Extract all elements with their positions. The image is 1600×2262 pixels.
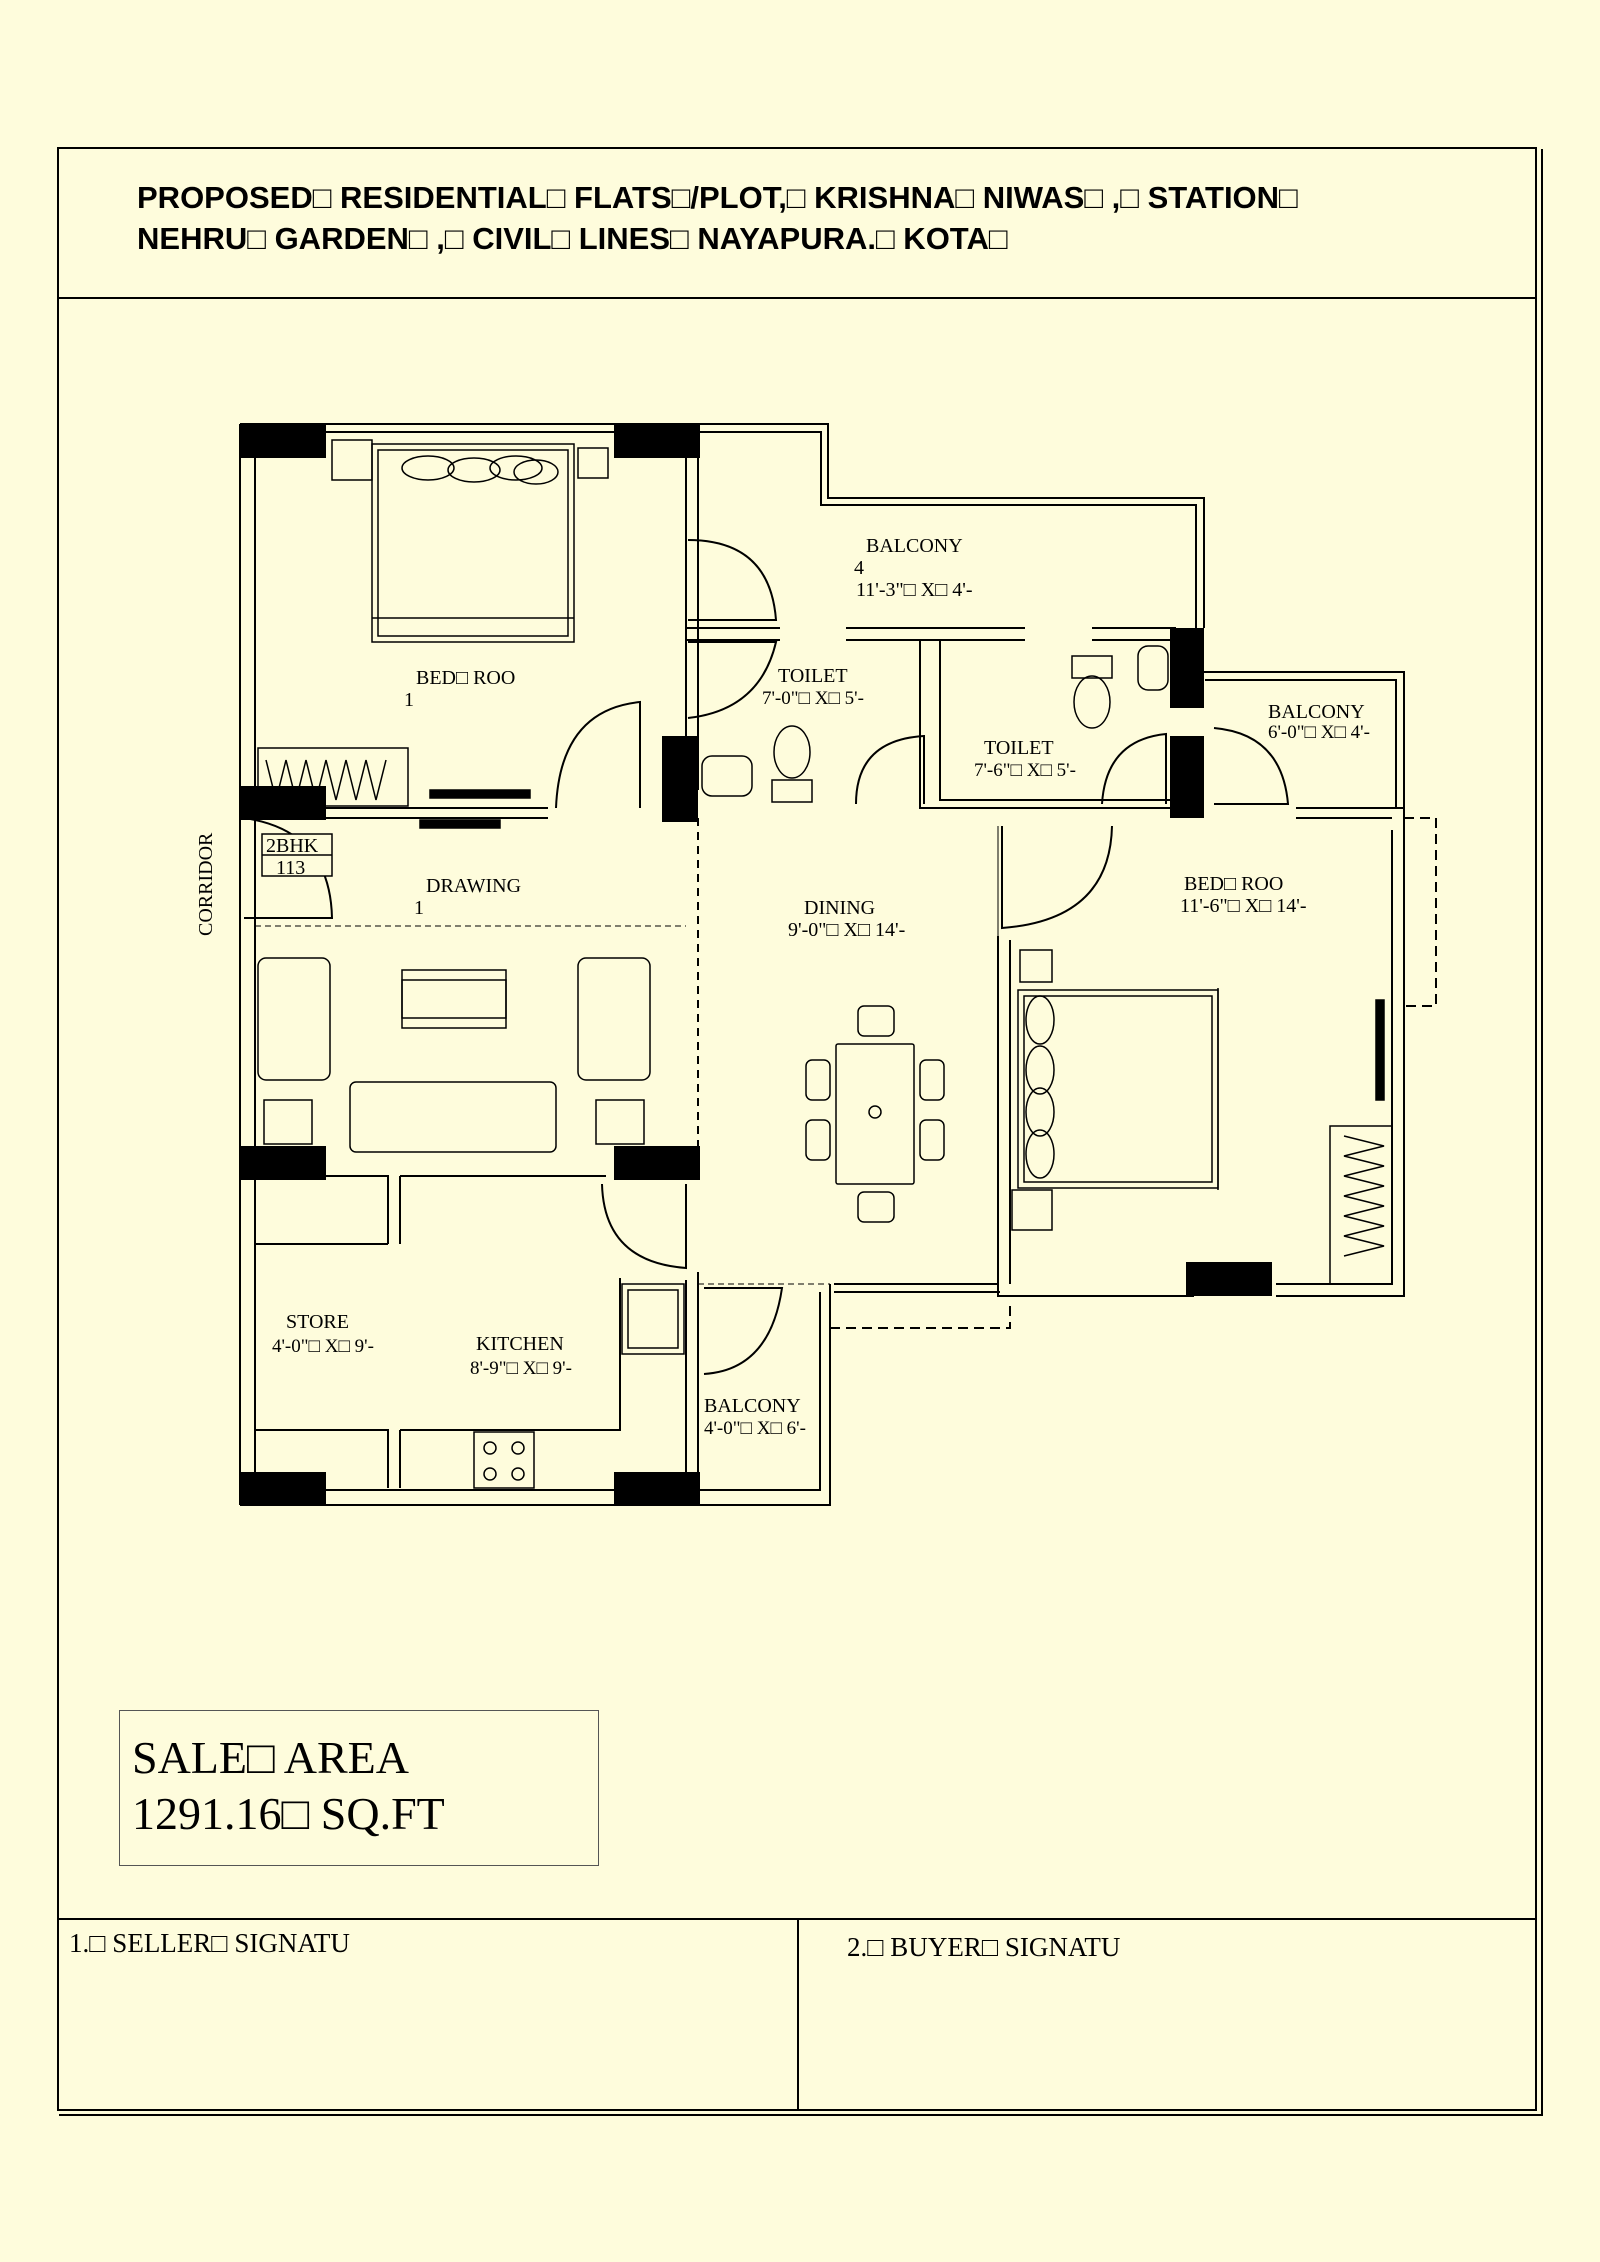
column xyxy=(1170,736,1204,818)
columns xyxy=(240,424,1272,1506)
column xyxy=(662,736,698,822)
balcony-4-size: 11'-3"□ X□ 4'- xyxy=(856,579,973,601)
side-table-right xyxy=(595,1099,645,1145)
kitchen-sink xyxy=(621,1283,685,1355)
kitchen-size: 8'-9"□ X□ 9'- xyxy=(470,1358,572,1379)
tv-unit-2 xyxy=(1375,999,1385,1101)
balcony-east-label: BALCONY xyxy=(1268,701,1365,723)
tv-unit xyxy=(429,789,531,799)
furniture xyxy=(257,439,1393,1489)
wardrobe-1 xyxy=(257,747,409,807)
toilet-2-label: TOILET xyxy=(984,737,1054,759)
kitchen-label: KITCHEN xyxy=(476,1333,564,1355)
signature-block: 1.□ SELLER□ SIGNATU 2.□ BUYER□ SIGNATU xyxy=(57,1918,1537,2111)
sale-area-label: SALE□ AREA xyxy=(132,1732,409,1783)
balcony-4-outline xyxy=(698,423,1205,628)
balcony-4-label: BALCONY xyxy=(866,535,963,557)
door-arc-toilet-1 xyxy=(687,641,778,719)
door-arc-bedroom-1 xyxy=(555,700,641,809)
seller-signature: 1.□ SELLER□ SIGNATU xyxy=(69,1928,350,1958)
store-size: 4'-0"□ X□ 9'- xyxy=(272,1336,374,1357)
sheet-border-shadow-bottom xyxy=(59,2114,1543,2116)
project-title: PROPOSED□ RESIDENTIAL□ FLATS□/PLOT,□ KRI… xyxy=(137,177,1477,259)
door-arc-balcony-4 xyxy=(687,539,778,621)
toilet-1-label: TOILET xyxy=(778,665,848,687)
door-arc-kitchen xyxy=(601,1183,687,1270)
column xyxy=(614,1146,700,1180)
toilet-2-size: 7'-6"□ X□ 5'- xyxy=(974,760,1076,781)
store-label: STORE xyxy=(286,1311,349,1333)
door-arc-toilet-2 xyxy=(1101,732,1167,805)
wc-2 xyxy=(1073,675,1111,729)
balcony-east-size: 6'-0"□ X□ 4'- xyxy=(1268,722,1370,743)
project-title-line-2: NEHRU□ GARDEN□ ,□ CIVIL□ LINES□ NAYAPURA… xyxy=(137,221,1008,256)
unit-type-label: 2BHK xyxy=(266,835,319,857)
armchair-left xyxy=(257,957,331,1081)
sale-area-box: SALE□ AREA 1291.16□ SQ.FT xyxy=(119,1710,599,1866)
door-arc-bedroom-2 xyxy=(1001,825,1113,930)
column xyxy=(614,424,700,458)
signature-divider xyxy=(797,1920,799,2111)
balcony-south-size: 4'-0"□ X□ 6'- xyxy=(704,1418,806,1439)
coffee-table xyxy=(401,969,507,1029)
buyer-signature: 2.□ BUYER□ SIGNATU xyxy=(847,1932,1121,1962)
armchair-right xyxy=(577,957,651,1081)
wash-basin-2 xyxy=(1137,645,1169,691)
door-arc-toilet-1-inner xyxy=(855,734,925,805)
title-block: PROPOSED□ RESIDENTIAL□ FLATS□/PLOT,□ KRI… xyxy=(59,149,1535,299)
bedroom-2-label: BED□ ROO xyxy=(1184,873,1283,895)
column xyxy=(1186,1262,1272,1296)
sofa xyxy=(349,1081,557,1153)
column xyxy=(240,1472,326,1506)
drawing-sheet: PROPOSED□ RESIDENTIAL□ FLATS□/PLOT,□ KRI… xyxy=(57,147,1537,2111)
kitchen-north-wall xyxy=(325,1175,389,1244)
corridor-label: CORRIDOR xyxy=(195,832,217,936)
column xyxy=(240,1146,326,1180)
wash-basin-1 xyxy=(701,755,753,797)
column xyxy=(1170,628,1204,708)
dining-label: DINING xyxy=(804,897,875,919)
door-arc-balcony-south xyxy=(703,1287,784,1375)
project-title-line-1: PROPOSED□ RESIDENTIAL□ FLATS□/PLOT,□ KRI… xyxy=(137,180,1298,215)
wardrobe-2 xyxy=(1329,1125,1393,1285)
door-arc-balcony-east xyxy=(1213,727,1290,805)
bedroom-2-size: 11'-6"□ X□ 14'- xyxy=(1180,895,1307,917)
column xyxy=(240,786,326,820)
unit-number-label: 113 xyxy=(276,857,305,879)
cooktop xyxy=(473,1431,535,1489)
sale-area-value: 1291.16□ SQ.FT xyxy=(132,1788,445,1839)
bedroom-1-label: BED□ ROO xyxy=(416,667,515,689)
balcony-4-number: 4 xyxy=(854,557,864,579)
dining-table xyxy=(835,1043,915,1185)
bedroom-2-east-wall xyxy=(1276,818,1405,1297)
column xyxy=(614,1472,700,1506)
balcony-east-outline xyxy=(1190,671,1405,830)
wc-1 xyxy=(773,725,811,779)
drawing-label: DRAWING xyxy=(426,875,521,897)
sheet-border-shadow-right xyxy=(1541,149,1543,2114)
bedroom-1-number: 1 xyxy=(404,689,414,711)
balcony-south-label: BALCONY xyxy=(704,1395,801,1417)
dining-size: 9'-0"□ X□ 14'- xyxy=(788,919,905,941)
drawing-number: 1 xyxy=(414,897,424,919)
column xyxy=(240,424,326,458)
side-table-left xyxy=(263,1099,313,1145)
toilet-1-size: 7'-0"□ X□ 5'- xyxy=(762,688,864,709)
bed-1 xyxy=(371,443,575,643)
